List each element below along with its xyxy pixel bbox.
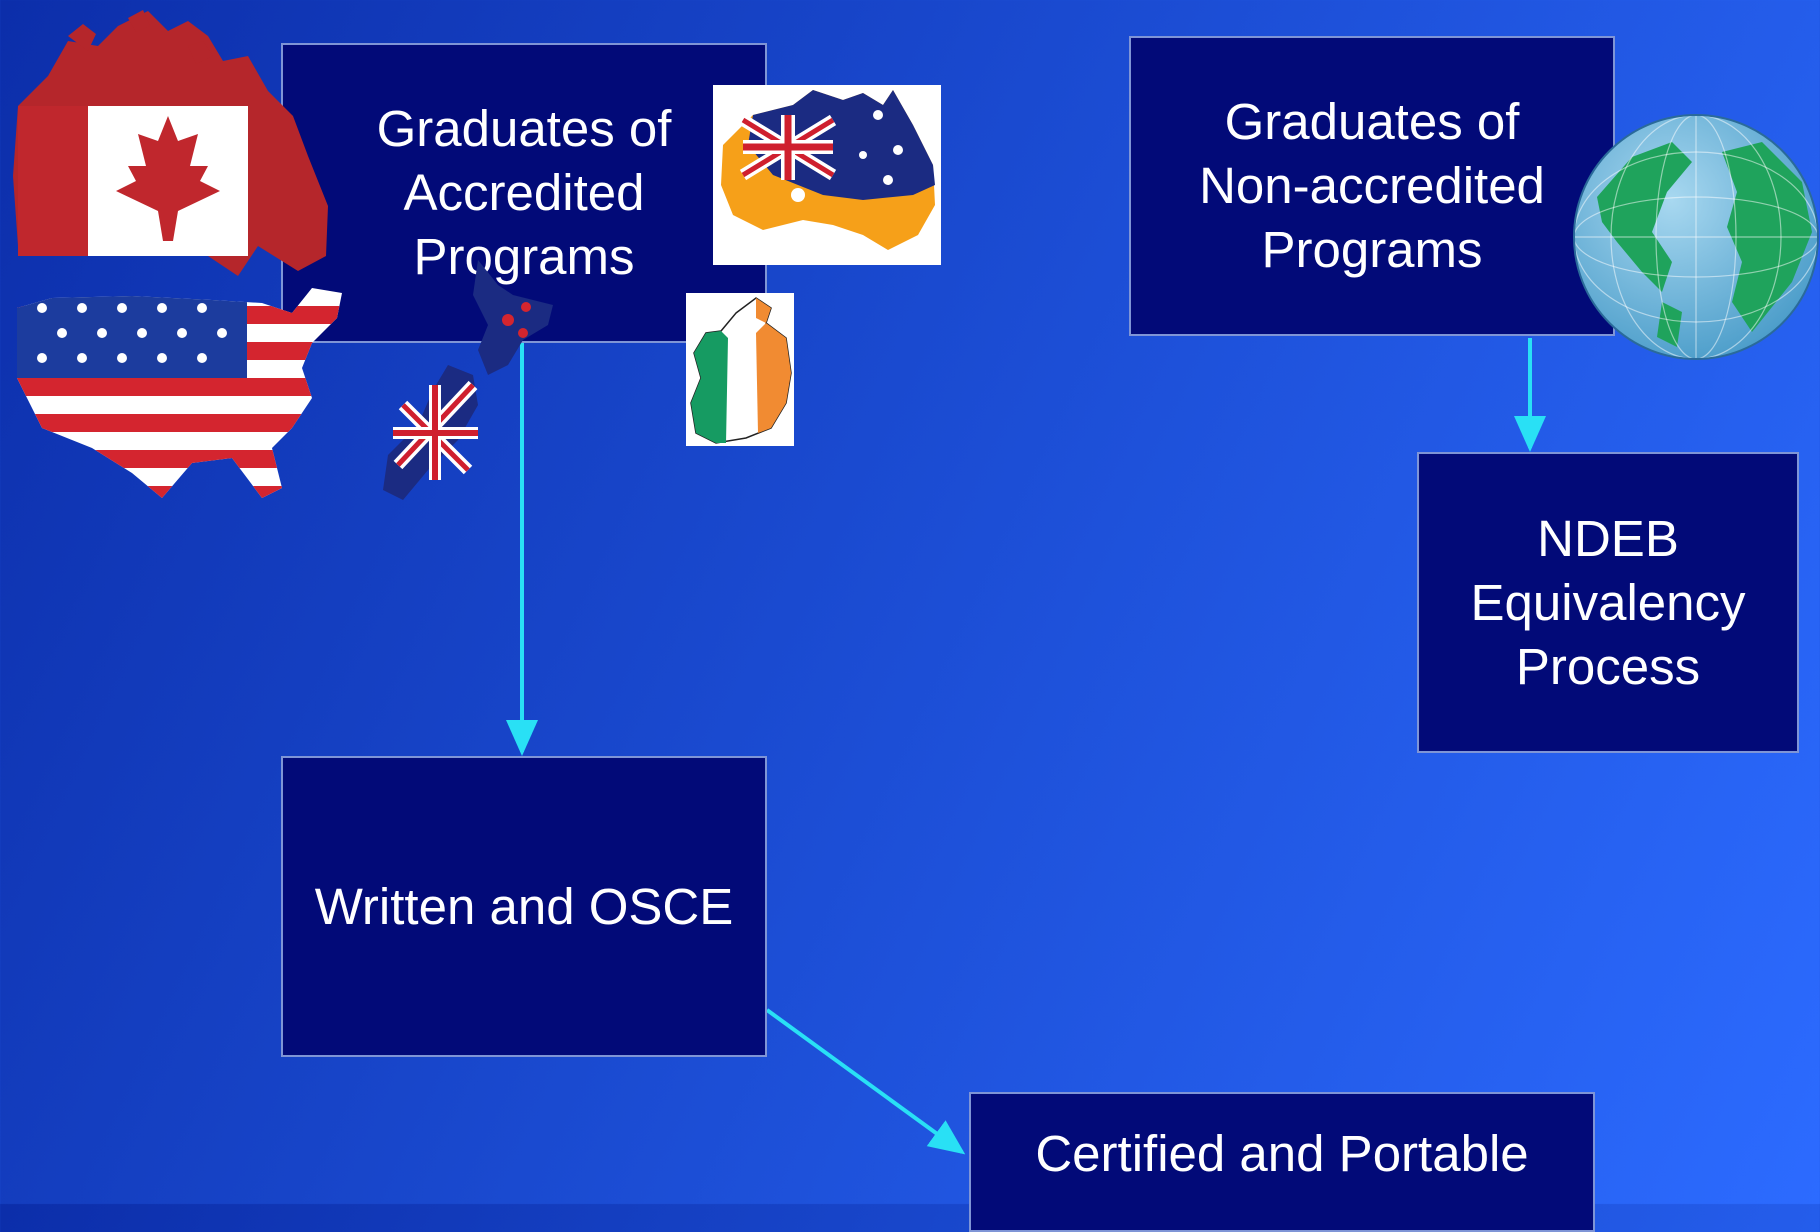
australia-map-flag: [713, 85, 941, 265]
node-written-osce: Written and OSCE: [281, 756, 767, 1057]
ireland-map-flag: [686, 293, 794, 446]
new-zealand-map-flag: [383, 260, 553, 500]
node-accredited-label: Graduates of Accredited Programs: [376, 100, 672, 285]
node-certified-portable: Certified and Portable: [969, 1092, 1595, 1232]
arrow-layer: [506, 338, 1546, 1155]
globe-icon: [1573, 114, 1819, 360]
node-written-label: Written and OSCE: [314, 877, 734, 935]
node-certified-label: Certified and Portable: [1035, 1125, 1529, 1182]
node-ndeb-label: NDEB Equivalency Process: [1470, 509, 1746, 695]
node-nonaccredited-label: Graduates of Non-accredited Programs: [1199, 93, 1545, 278]
node-non-accredited-programs: Graduates of Non-accredited Programs: [1129, 36, 1615, 336]
usa-map-flag: [17, 288, 342, 498]
node-ndeb-equivalency: NDEB Equivalency Process: [1417, 452, 1799, 753]
canada-map-flag: [13, 10, 328, 276]
arrow-written-to-certified: [765, 1008, 966, 1155]
node-accredited-programs: Graduates of Accredited Programs: [281, 43, 767, 343]
